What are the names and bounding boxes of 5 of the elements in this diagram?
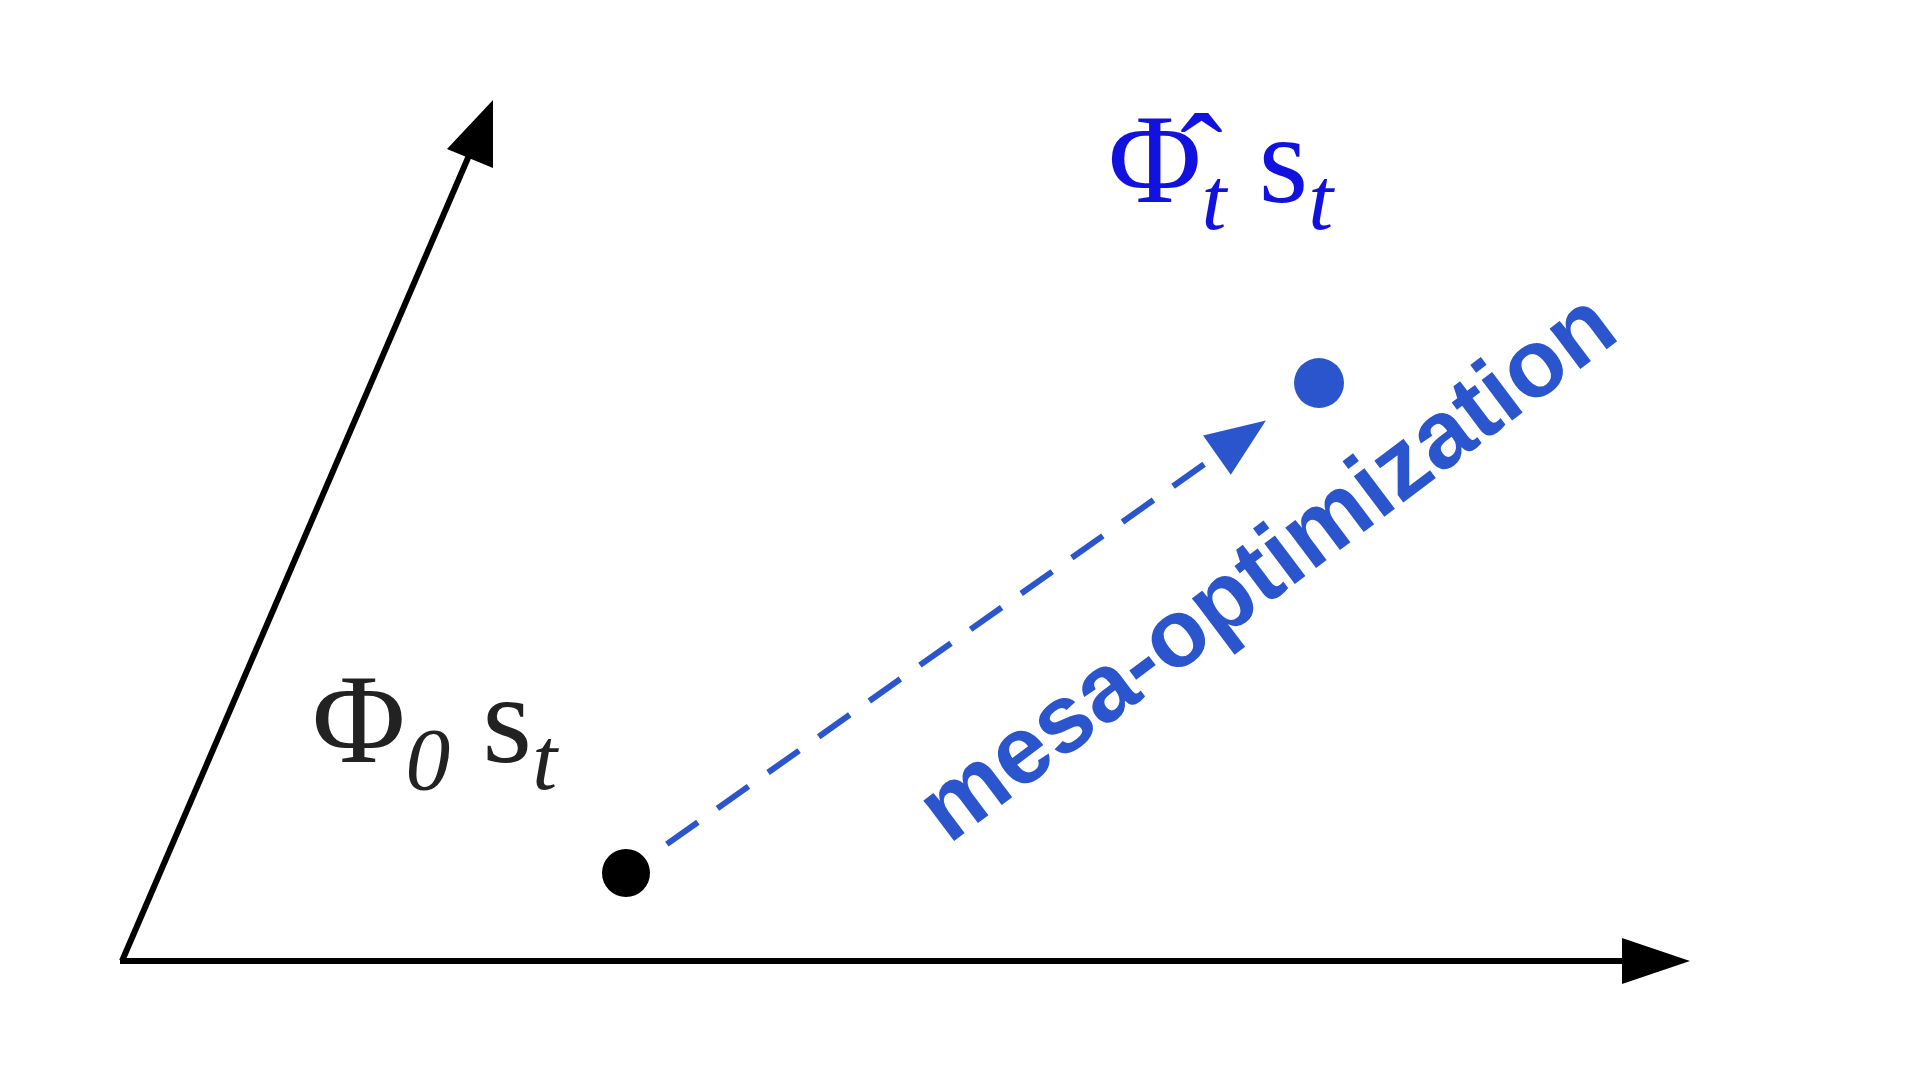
point-dot <box>1294 358 1344 408</box>
math-label: Φ̂$_{t}$ s$_{t}$ <box>1108 95 1334 244</box>
math-label: Φ$_{0}$ s$_{t}$ <box>312 655 558 804</box>
point-dot <box>602 849 650 897</box>
arrow <box>665 420 1266 847</box>
